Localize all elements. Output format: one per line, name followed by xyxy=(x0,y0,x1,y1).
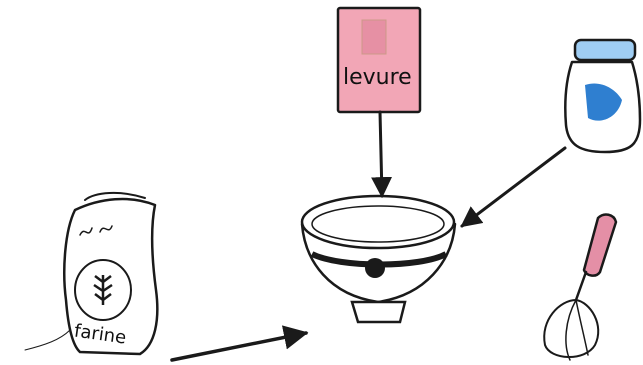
yeast-label: levure xyxy=(343,65,412,90)
flour-label: farine xyxy=(73,320,128,348)
mixing-bowl-icon xyxy=(302,196,455,322)
whisk-icon xyxy=(544,215,616,360)
arrow-from-milk xyxy=(462,148,565,226)
arrow-from-yeast xyxy=(380,112,382,196)
milk-bottle-icon xyxy=(565,40,640,152)
arrow-from-flour xyxy=(172,333,306,360)
yeast-packet-icon: levure xyxy=(338,8,420,112)
flour-bag-icon: farine xyxy=(25,193,157,354)
